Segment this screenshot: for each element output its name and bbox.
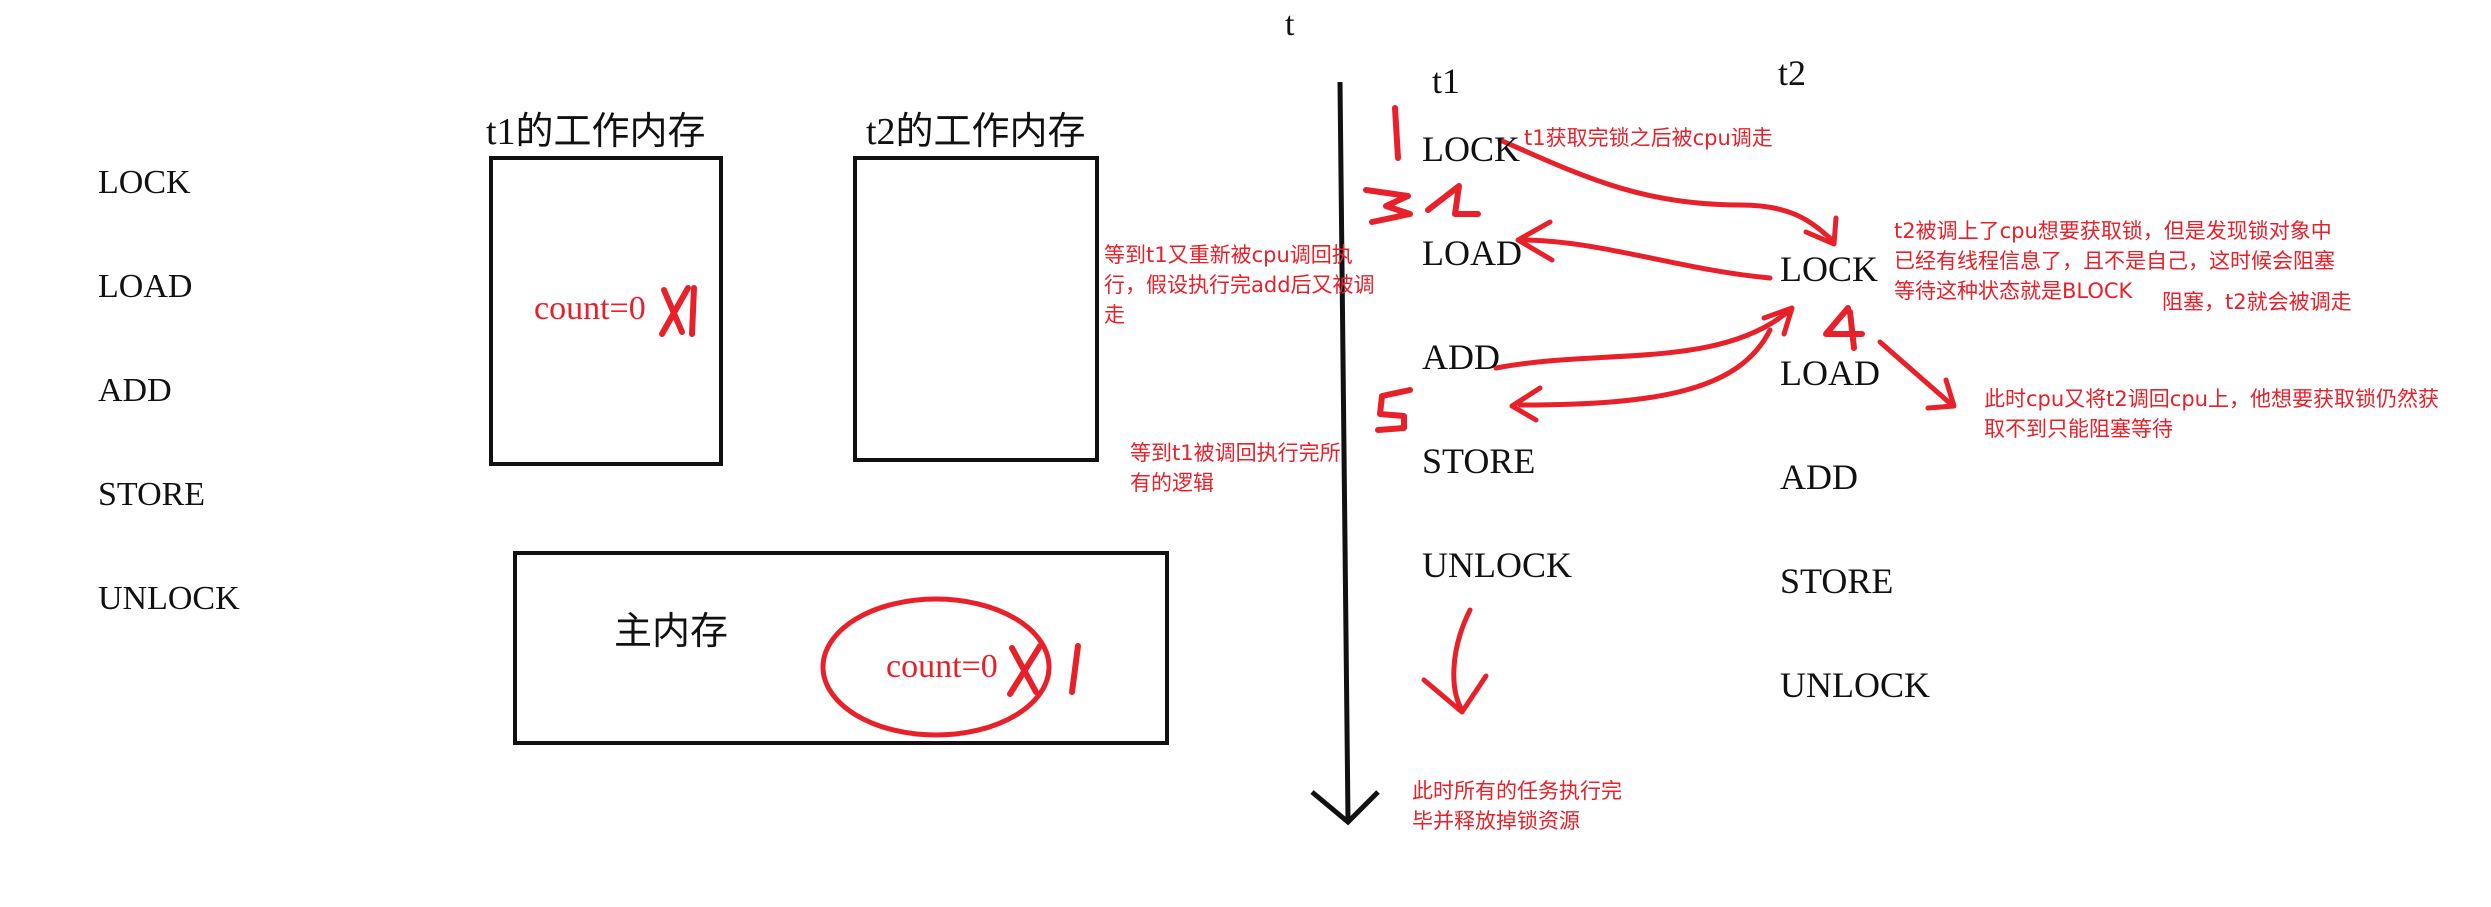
note-t1-lock: t1获取完锁之后被cpu调走 [1524,126,1773,150]
main-memory-title: 主内存 [614,611,729,653]
t1-op-unlock: UNLOCK [1422,545,1572,585]
note-t1-finish-logic: 等到t1被调回执行完所 有的逻辑 [1130,438,1341,498]
arrow-head-t1-load [1515,219,1555,263]
left-op-add: ADD [98,372,172,409]
t2-column-header: t2 [1778,53,1807,93]
left-op-store: STORE [98,476,206,513]
time-axis-label: t [1285,6,1295,43]
t1-count-value: count=0 [534,290,646,327]
step-2-mark [1425,183,1481,217]
step-3-mark [1363,187,1413,225]
arrow-head-t1-store [1509,385,1543,423]
arrow-t1-unlock-down [1451,607,1473,713]
main-memory-box [513,551,1169,745]
note-t2-scheduled-away: 阻塞，t2就会被调走 [2162,290,2352,314]
note-all-done: 此时所有的任务执行完 毕并释放掉锁资源 [1412,776,1622,836]
note-t1-finish-logic-line-1: 等到t1被调回执行完所 [1130,441,1341,465]
t2-op-lock: LOCK [1780,249,1878,289]
note-t2-blocked-again-line-1: 此时cpu又将t2调回cpu上，他想要获取锁仍然获 [1984,387,2439,411]
arrow-t2-load-to-note [1877,339,1955,408]
arrow-head-t2-lock-2 [1761,305,1795,337]
note-t1-resumed: 等到t1又重新被cpu调回执 行，假设执行完add后又被调 走 [1104,240,1375,330]
t2-op-unlock: UNLOCK [1780,665,1930,705]
main-count-ellipse [820,596,1052,738]
t1-work-memory-title: t1的工作内存 [486,111,706,153]
t1-column-header: t1 [1432,61,1461,101]
arrow-t2-lock-to-t1-load [1517,237,1773,281]
arrow-t1-lock-to-t2-lock [1497,137,1835,243]
left-op-lock: LOCK [98,164,191,201]
t2-op-store: STORE [1780,561,1894,601]
note-t1-finish-logic-line-2: 有的逻辑 [1130,471,1214,495]
t2-work-memory-box [853,156,1099,462]
note-all-done-line-1: 此时所有的任务执行完 [1412,779,1622,803]
t2-work-memory-title: t2的工作内存 [866,111,1086,153]
t1-op-load: LOAD [1422,233,1522,273]
note-t1-resumed-line-1: 等到t1又重新被cpu调回执 [1104,243,1353,267]
time-axis-line [1337,81,1351,821]
note-t2-block-line-2: 已经有线程信息了，且不是自己，这时候会阻塞 [1894,249,2335,273]
note-t2-blocked-again-line-2: 取不到只能阻塞等待 [1984,417,2173,441]
note-t1-resumed-line-3: 走 [1104,303,1125,327]
main-count-value: count=0 [886,648,998,685]
t1-op-add: ADD [1422,337,1500,377]
arrow-head-note-4 [1925,377,1957,411]
arrow-head-t2-lock [1803,215,1839,247]
time-axis-arrowhead [1310,790,1380,826]
step-4-mark [1823,305,1865,351]
note-t2-block-line-3: 等待这种状态就是BLOCK [1894,279,2133,303]
step-1-mark [1392,105,1401,161]
t1-count-overwrite-mark [659,285,697,337]
note-all-done-line-2: 毕并释放掉锁资源 [1412,809,1580,833]
arrow-head-finish [1421,673,1489,715]
note-t2-block-line-1: t2被调上了cpu想要获取锁，但是发现锁对象中 [1894,219,2332,243]
main-count-overwrite-mark [1007,643,1081,697]
arrow-t2-to-t1-store [1517,327,1773,408]
note-t2-blocked-again: 此时cpu又将t2调回cpu上，他想要获取锁仍然获 取不到只能阻塞等待 [1984,384,2439,444]
t1-op-store: STORE [1422,441,1536,481]
step-5-mark [1375,387,1413,433]
left-op-unlock: UNLOCK [98,580,240,617]
arrow-t1-add-to-t2-lock [1493,307,1793,371]
t1-op-lock: LOCK [1422,129,1520,169]
note-t2-block: t2被调上了cpu想要获取锁，但是发现锁对象中 已经有线程信息了，且不是自己，这… [1894,216,2335,306]
note-t1-resumed-line-2: 行，假设执行完add后又被调 [1104,273,1375,297]
t1-work-memory-box [489,156,723,466]
left-op-load: LOAD [98,268,193,305]
t2-op-load: LOAD [1780,353,1880,393]
t2-op-add: ADD [1780,457,1858,497]
